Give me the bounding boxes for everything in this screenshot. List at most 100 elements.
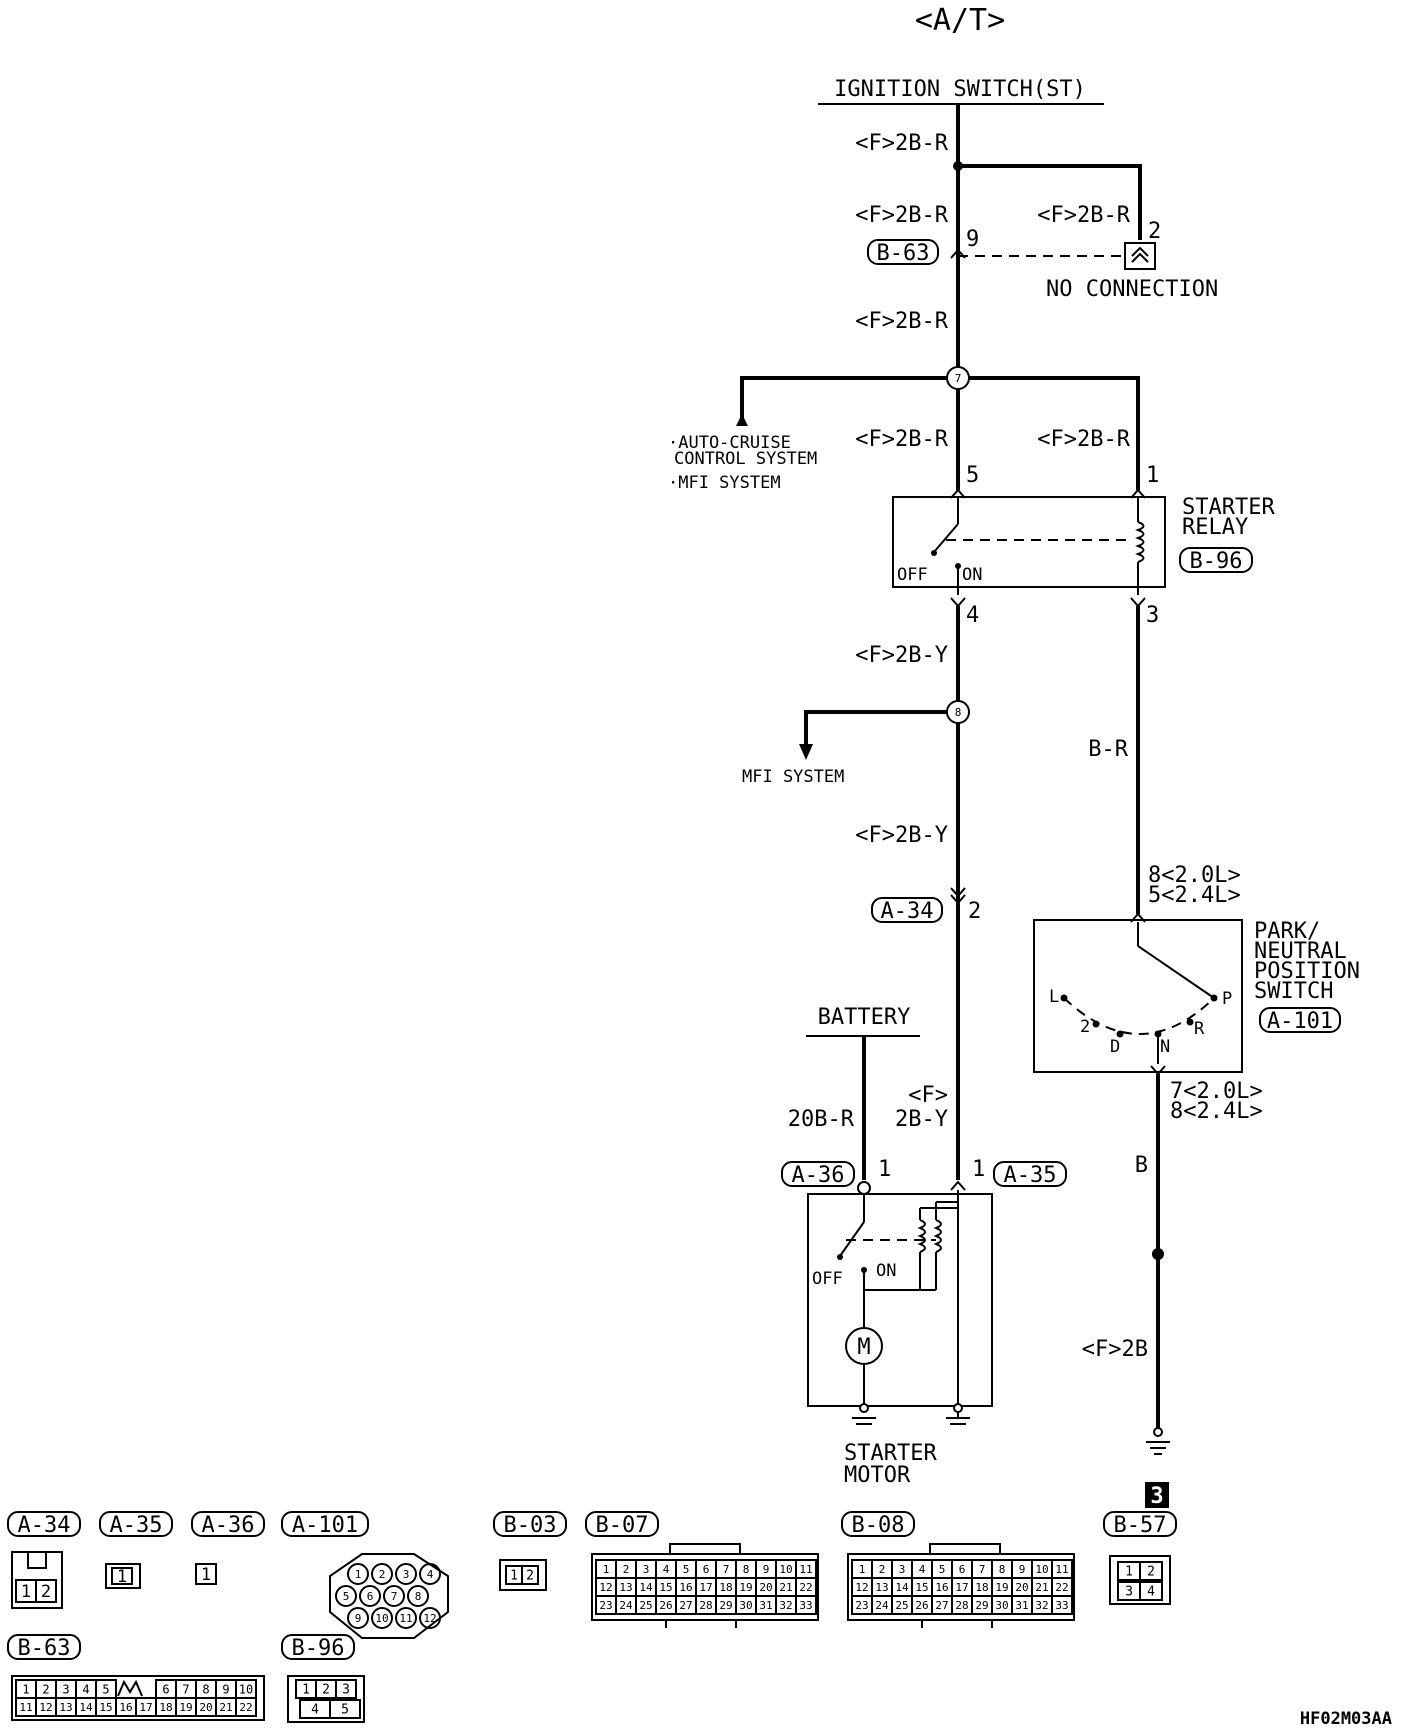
connector-pin-cell [335, 1585, 357, 1607]
pn-position-label: 2 [1080, 1017, 1090, 1037]
legend-pin: 8 [743, 1563, 750, 1576]
relay-off-label: OFF [897, 565, 928, 585]
connector-face-a101 [329, 1553, 449, 1639]
legend-pin: 11 [19, 1701, 32, 1714]
legend-pin: 8 [999, 1563, 1006, 1576]
connector-face-b08 [847, 1553, 1075, 1621]
pn-switch-blade [1137, 945, 1215, 999]
pn-position-label: D [1110, 1037, 1120, 1057]
legend-pin: 14 [79, 1701, 93, 1714]
starter-on-label: ON [876, 1261, 896, 1281]
connector-pin-cell [335, 1679, 357, 1699]
note-mfi: ·MFI SYSTEM [668, 473, 781, 493]
legend-pin: 22 [1055, 1581, 1068, 1594]
legend-pin: 12 [599, 1581, 612, 1594]
connector-face-b63 [11, 1675, 265, 1721]
branch-right-wire [958, 376, 1140, 490]
connector-a35-tag [993, 1161, 1067, 1187]
legend-pin: 10 [779, 1563, 792, 1576]
legend-pin: 1 [859, 1563, 866, 1576]
ground-terminal [953, 1403, 963, 1413]
note-auto-cruise: ·AUTO-CRUISE [668, 433, 791, 453]
legend-label: B-08 [852, 1513, 905, 1538]
ground-ref-number: 3 [1150, 1484, 1163, 1509]
splice-ground [1152, 1248, 1164, 1260]
branch-left-wire [740, 376, 958, 422]
wire-label: <F>2B-R [855, 131, 948, 156]
legend-pin: 25 [895, 1599, 908, 1612]
connector-face-b07 [591, 1553, 819, 1621]
connector-chevron [950, 488, 966, 499]
connector-pin-cell [407, 1585, 429, 1607]
legend-pin: 27 [679, 1599, 692, 1612]
connector-face-b96 [287, 1675, 365, 1723]
legend-pin: 25 [639, 1599, 652, 1612]
wire-label: <F>2B-R [855, 203, 948, 228]
connector-pin-cell [347, 1563, 369, 1585]
legend-pin: 24 [875, 1599, 889, 1612]
pin-number: 8<2.0L> [1148, 863, 1241, 888]
legend-pin: 7 [182, 1682, 189, 1696]
legend-pin: 4 [311, 1703, 319, 1718]
pn-position-dot [1210, 994, 1218, 1002]
connector-pin-cell [419, 1607, 441, 1629]
connector-pin-cell [329, 1699, 361, 1719]
legend-pin: 4 [919, 1563, 926, 1576]
note-auto-cruise: CONTROL SYSTEM [674, 449, 817, 469]
connector-pin-cell [419, 1563, 441, 1585]
legend-pin: 4 [82, 1682, 89, 1696]
connector-face-b57 [1109, 1555, 1171, 1605]
legend-pin: 31 [1015, 1599, 1028, 1612]
legend-pin: 9 [1019, 1563, 1026, 1576]
legend-pin: 11 [799, 1563, 812, 1576]
connector-b63-tag [867, 239, 939, 265]
legend-label: A-36 [202, 1513, 255, 1538]
battery-label: BATTERY [818, 1005, 911, 1030]
legend-pin: 18 [975, 1581, 988, 1594]
connector-pin-cell [1139, 1561, 1163, 1581]
connector-b96-tag [1179, 547, 1253, 573]
connector-face-a36 [195, 1563, 217, 1585]
legend-label: B-63 [18, 1636, 71, 1661]
connector-pin-cell [1051, 1595, 1073, 1615]
legend-label: B-07 [596, 1513, 649, 1538]
arrow-head-up [736, 414, 748, 426]
ignition-switch-label: IGNITION SWITCH(ST) [834, 77, 1086, 102]
pin-number: 9 [966, 227, 979, 252]
pin-number: 5 [966, 463, 979, 488]
starter-motor-box [807, 1193, 993, 1407]
legend-pin: 24 [619, 1599, 633, 1612]
connector-pin-cell [35, 1579, 57, 1603]
connector-latch [929, 1543, 1001, 1555]
pn-position-label: R [1194, 1019, 1205, 1039]
legend-pin: 19 [179, 1701, 192, 1714]
legend-pin: 1 [117, 1567, 127, 1587]
legend-pin: 4 [427, 1568, 434, 1581]
legend-pin: 20 [759, 1581, 772, 1594]
legend-pin: 3 [643, 1563, 650, 1576]
legend-pin: 16 [679, 1581, 692, 1594]
connector-pin-cell [395, 1563, 417, 1585]
connector-pin-cell [395, 1607, 417, 1629]
relay-contact-point [931, 550, 937, 556]
legend-pin: 22 [239, 1701, 252, 1714]
starter-contact-point [837, 1254, 843, 1260]
pn-switch-label: SWITCH [1254, 979, 1333, 1004]
pn-position-dot [1186, 1018, 1194, 1026]
legend-pin: 17 [699, 1581, 712, 1594]
connector-chevron [950, 887, 966, 898]
legend-pin: 32 [779, 1599, 792, 1612]
no-connection-branch-wire [958, 164, 1142, 240]
connector-a101-tag [1259, 1007, 1341, 1033]
legend-pin: 6 [367, 1590, 374, 1603]
connector-a36-tag [781, 1161, 855, 1187]
park-neutral-switch-box [1033, 919, 1243, 1073]
legend-pin: 2 [879, 1563, 886, 1576]
wire-label: <F>2B-Y [855, 823, 948, 848]
legend-pin: 13 [59, 1701, 72, 1714]
starter-motor-terminal [857, 1181, 871, 1195]
legend-tag [281, 1634, 355, 1660]
